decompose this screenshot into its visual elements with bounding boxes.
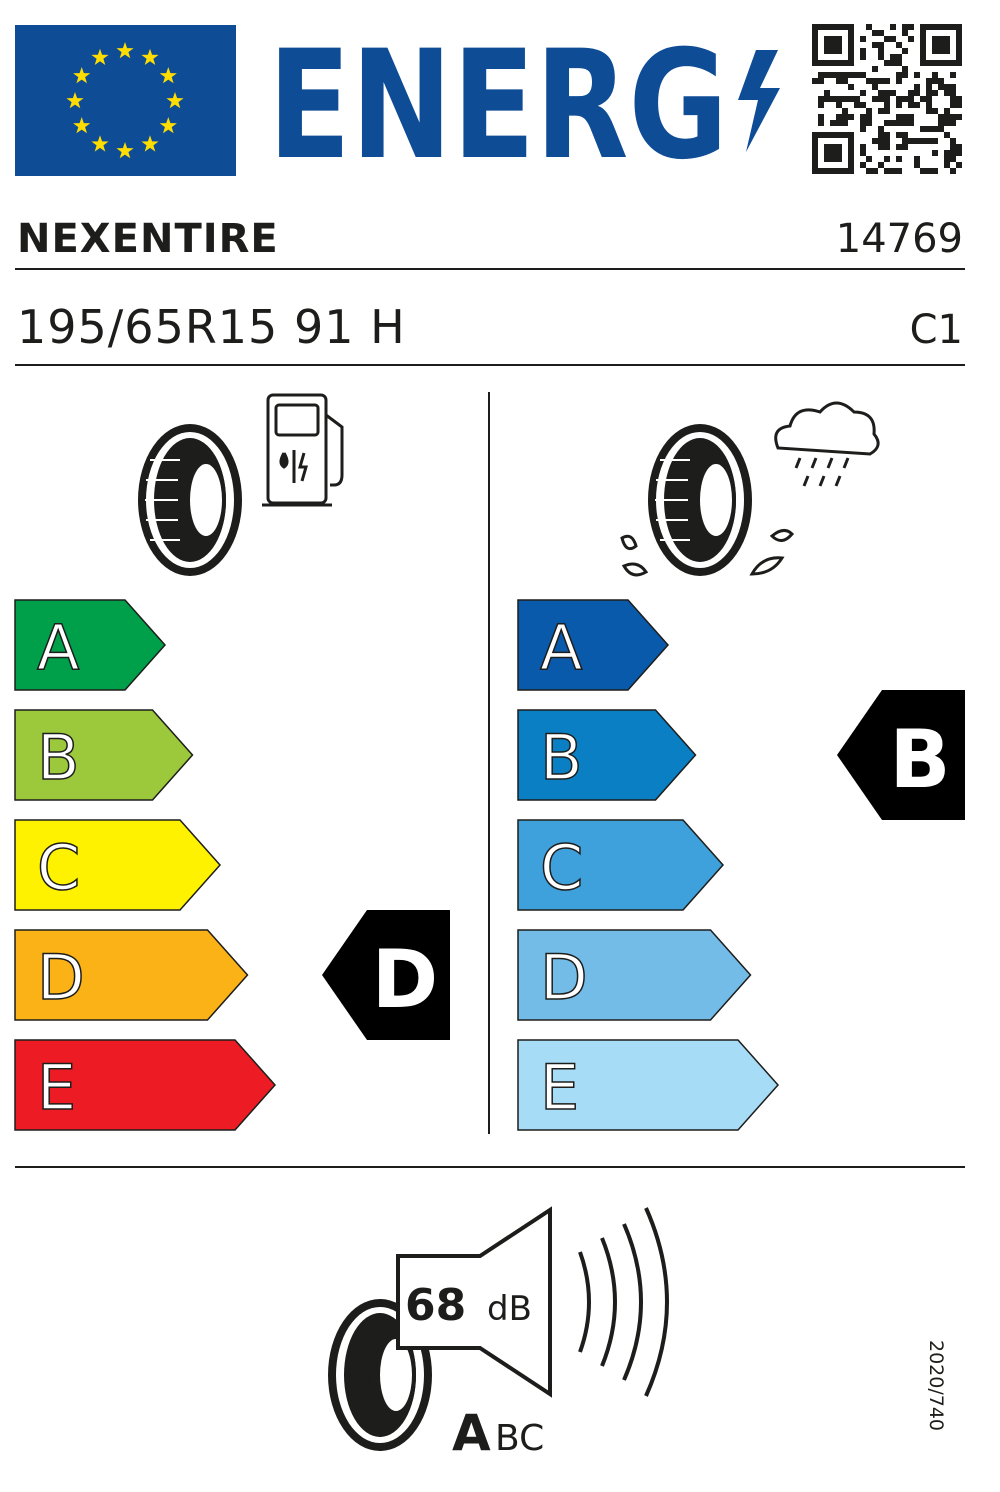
wet-grip-class-label: D bbox=[540, 941, 588, 1014]
eu-star-icon bbox=[116, 142, 134, 159]
eu-star-icon bbox=[159, 67, 177, 84]
noise-value: 68 bbox=[405, 1280, 466, 1331]
lightning-icon bbox=[738, 50, 780, 152]
supplier-brand: NEXENTIRE bbox=[17, 216, 279, 262]
article-number: 14769 bbox=[835, 216, 963, 262]
tyre-rain-cloud-icon bbox=[620, 401, 880, 577]
wet-grip-class-b: B bbox=[517, 709, 697, 801]
wet-grip-rating-marker: B bbox=[837, 690, 965, 820]
wet-grip-class-label: A bbox=[540, 611, 582, 684]
eu-star-icon bbox=[141, 135, 159, 152]
wet-grip-class-label: C bbox=[540, 831, 583, 904]
wet-grip-class-label: B bbox=[540, 721, 583, 794]
fuel-class-label: A bbox=[37, 611, 79, 684]
eu-star-icon bbox=[159, 117, 177, 134]
fuel-class-a: A bbox=[14, 599, 167, 691]
wet-grip-rating-value: B bbox=[890, 713, 951, 806]
noise-class-others: BC bbox=[495, 1418, 544, 1459]
eu-star-icon bbox=[91, 135, 109, 152]
regulation-number: 2020/740 bbox=[925, 1340, 947, 1432]
divider bbox=[15, 1166, 965, 1168]
wet-grip-class-d: D bbox=[517, 929, 752, 1021]
tyre-speaker-icon: 68 dB A BC bbox=[328, 1206, 669, 1462]
tyre-size: 195/65R15 91 H bbox=[17, 300, 406, 354]
eu-star-icon bbox=[73, 67, 91, 84]
fuel-rating-marker: D bbox=[322, 910, 450, 1040]
noise-unit: dB bbox=[487, 1289, 532, 1329]
wet-grip-class-a: A bbox=[517, 599, 670, 691]
svg-text:ENERG: ENERG bbox=[268, 40, 728, 165]
eu-flag-icon bbox=[15, 25, 236, 176]
fuel-class-c: C bbox=[14, 819, 222, 911]
qr-code-icon[interactable] bbox=[812, 24, 962, 174]
eu-star-icon bbox=[66, 92, 84, 109]
eu-star-icon bbox=[141, 48, 159, 65]
divider bbox=[15, 364, 965, 366]
wet-grip-class-e: E bbox=[517, 1039, 780, 1131]
noise-class-selected: A bbox=[452, 1404, 491, 1462]
fuel-rating-value: D bbox=[372, 933, 438, 1026]
energy-title: ENERG bbox=[268, 40, 780, 165]
wet-grip-class-label: E bbox=[540, 1051, 579, 1124]
fuel-class-e: E bbox=[14, 1039, 277, 1131]
eu-star-icon bbox=[116, 42, 134, 59]
fuel-class-label: D bbox=[37, 941, 85, 1014]
fuel-class-d: D bbox=[14, 929, 249, 1021]
fuel-class-b: B bbox=[14, 709, 194, 801]
eu-star-icon bbox=[91, 48, 109, 65]
column-divider bbox=[488, 392, 490, 1134]
tyre-class: C1 bbox=[909, 307, 963, 353]
fuel-class-label: E bbox=[37, 1051, 76, 1124]
tyre-fuel-pump-icon bbox=[138, 393, 344, 576]
eu-star-icon bbox=[166, 92, 184, 109]
wet-grip-class-c: C bbox=[517, 819, 725, 911]
fuel-class-label: B bbox=[37, 721, 80, 794]
eu-star-icon bbox=[73, 117, 91, 134]
fuel-class-label: C bbox=[37, 831, 80, 904]
divider bbox=[15, 268, 965, 270]
